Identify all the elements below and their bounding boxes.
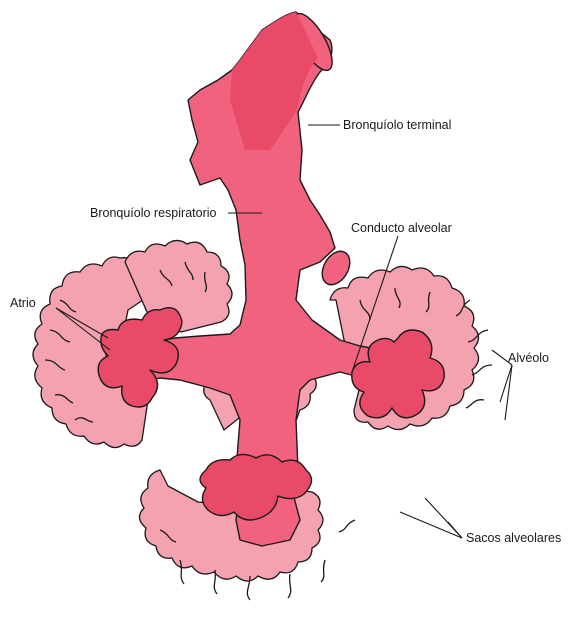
label-atrio: Atrio (10, 297, 36, 310)
leader-alveolo-2 (500, 365, 512, 402)
label-conducto-alveolar: Conducto alveolar (351, 222, 452, 235)
leader-alveolo-3 (505, 365, 512, 420)
leader-sacos-1 (400, 512, 462, 538)
label-sacos-alveolares: Sacos alveolares (466, 532, 561, 545)
label-alveolo: Alvéolo (508, 352, 549, 365)
label-bronquiolo-terminal: Bronquíolo terminal (343, 119, 451, 132)
label-bronquiolo-respiratorio: Bronquíolo respiratorio (90, 207, 216, 220)
